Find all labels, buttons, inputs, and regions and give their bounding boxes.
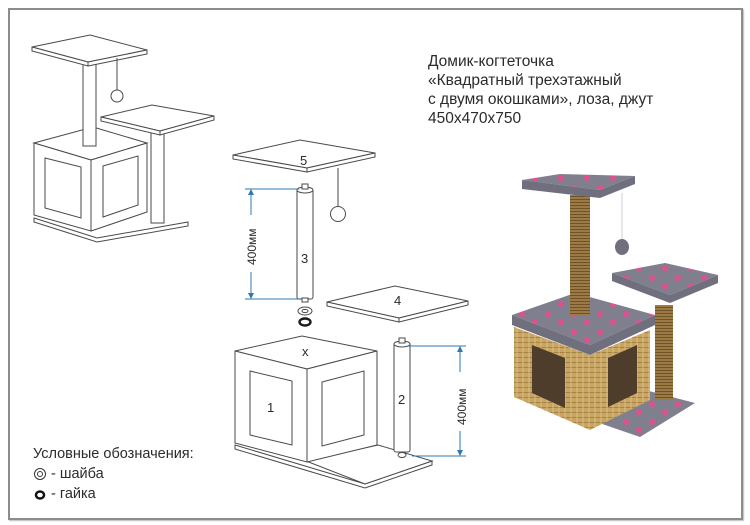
legend-item-washer: - шайба — [33, 464, 194, 484]
assembled-view-drawing — [31, 34, 215, 243]
box-top-mark: x — [302, 344, 309, 359]
title-line-2: «Квадратный трехэтажный — [428, 72, 622, 89]
legend-item-nut: - гайка — [33, 484, 194, 504]
legend-label-washer: - шайба — [51, 466, 104, 482]
legend-heading: Условные обозначения: — [33, 446, 194, 462]
part-label-5: 5 — [300, 153, 307, 168]
legend: Условные обозначения: - шайба - гайка — [33, 444, 194, 504]
title-line-1: Домик-когтеточка — [428, 53, 554, 70]
title-line-3: с двумя окошками», лоза, джут — [428, 91, 654, 108]
product-photo — [512, 174, 718, 437]
part-label-3: 3 — [301, 251, 308, 266]
part-4-small-shelf — [326, 285, 469, 323]
part-label-4: 4 — [394, 293, 401, 308]
title-line-4: 450х470х750 — [428, 110, 522, 127]
part-2-short-post — [393, 337, 411, 458]
dimension-label-post-2: 400мм — [455, 388, 469, 425]
part-label-2: 2 — [398, 392, 405, 407]
dimension-post-2 — [408, 345, 466, 457]
dimension-post-3 — [245, 188, 299, 300]
part-label-1: 1 — [267, 400, 274, 415]
washer-nut-stack — [297, 306, 313, 327]
nut-icon — [34, 490, 46, 500]
legend-label-nut: - гайка — [51, 486, 96, 502]
part-3-long-post — [296, 183, 314, 303]
part-5-top-shelf — [232, 139, 376, 222]
washer-icon — [34, 468, 46, 480]
product-title: Домик-когтеточка «Квадратный трехэтажный… — [428, 52, 653, 128]
dimension-label-post-3: 400мм — [245, 228, 259, 265]
